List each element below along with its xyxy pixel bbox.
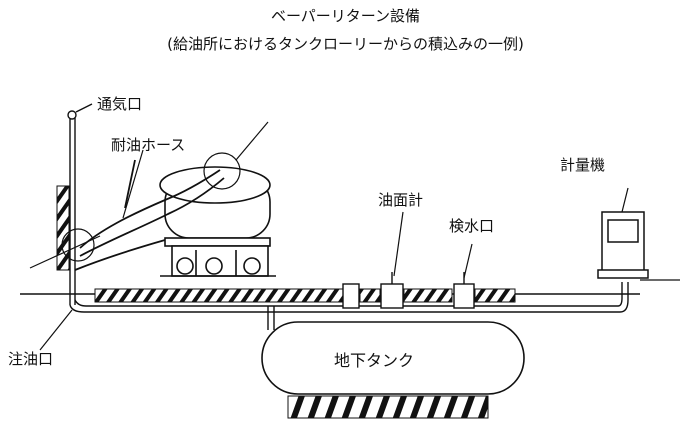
vent-label: 通気口	[97, 95, 143, 113]
diagonal-leader	[29, 235, 101, 269]
hose-label: 耐油ホース	[111, 136, 186, 154]
fill-port-label: 注油口	[8, 350, 54, 368]
hose-label-leader	[122, 149, 144, 219]
detail-circle-top	[203, 152, 241, 190]
fill-port-leader	[39, 309, 73, 351]
metering-dispenser	[597, 211, 649, 279]
oil-level-gauge	[342, 272, 404, 309]
underground-tank	[261, 321, 525, 419]
detail-circle-left	[61, 228, 95, 262]
oil-gauge-leader	[393, 211, 404, 277]
meter-leader	[621, 187, 629, 213]
wall	[56, 185, 70, 271]
water-check-label: 検水口	[449, 217, 495, 235]
underground-tank-label: 地下タンク	[334, 351, 415, 370]
water-check-leader	[463, 243, 473, 279]
diagram-title: ベーパーリターン設備	[270, 7, 421, 25]
water-check-port	[453, 272, 475, 309]
diagram-subtitle: (給油所におけるタンクローリーからの積込みの一例)	[167, 35, 524, 53]
vent-pipe	[67, 103, 93, 305]
underground-pipes	[69, 282, 629, 330]
hose-leader	[235, 121, 269, 161]
ground-slab	[20, 279, 680, 303]
meter-label: 計量機	[560, 156, 606, 174]
oil-gauge-label: 油面計	[378, 191, 424, 209]
oil-resistant-hose	[74, 159, 225, 271]
tank-lorry	[159, 166, 276, 277]
